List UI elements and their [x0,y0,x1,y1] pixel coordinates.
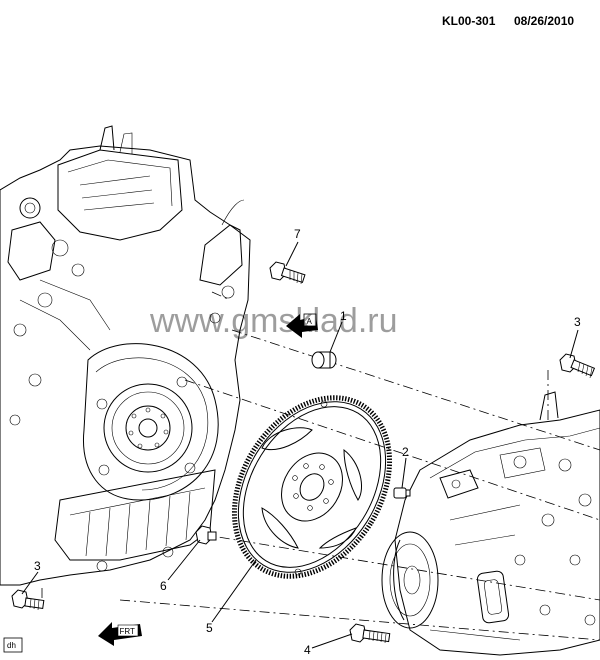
callout-3-right: 3 [574,315,581,329]
callout-4: 4 [304,643,311,657]
callout-1: 1 [340,309,347,323]
flexplate-bolt-holes [292,463,334,511]
callout-7: 7 [294,227,301,241]
flexplate [231,395,393,579]
leader-lines [21,241,579,649]
callout-numbers: 7 1 3 2 6 3 4 5 [34,227,581,657]
crank-bolt-holes [128,407,169,449]
engine-block [0,125,251,586]
front-direction-arrow: FRT [98,622,142,646]
transmission [381,391,600,656]
bolt-3-right [559,353,596,379]
svg-text:dh: dh [7,641,16,650]
bolt-4 [349,623,391,644]
diagram-date: 08/26/2010 [514,14,575,28]
watermark-text: www.gmsklad.ru [149,302,398,340]
svg-text:A: A [307,317,313,326]
callout-5: 5 [206,621,213,635]
corner-tag: dh [3,637,23,653]
callout-3-left: 3 [34,559,41,573]
callout-6: 6 [160,579,167,593]
svg-text:FRT: FRT [120,627,136,636]
alignment-lines [41,291,600,641]
dowel-sleeve-1 [311,351,337,369]
view-arrow-a: A [286,313,318,338]
bolt-7 [269,261,306,285]
bolt-6 [195,525,217,545]
bolt-3-left [11,589,45,611]
bolt-2 [393,487,411,499]
diagram-code: KL00-301 [442,14,496,28]
callout-2: 2 [402,445,409,459]
